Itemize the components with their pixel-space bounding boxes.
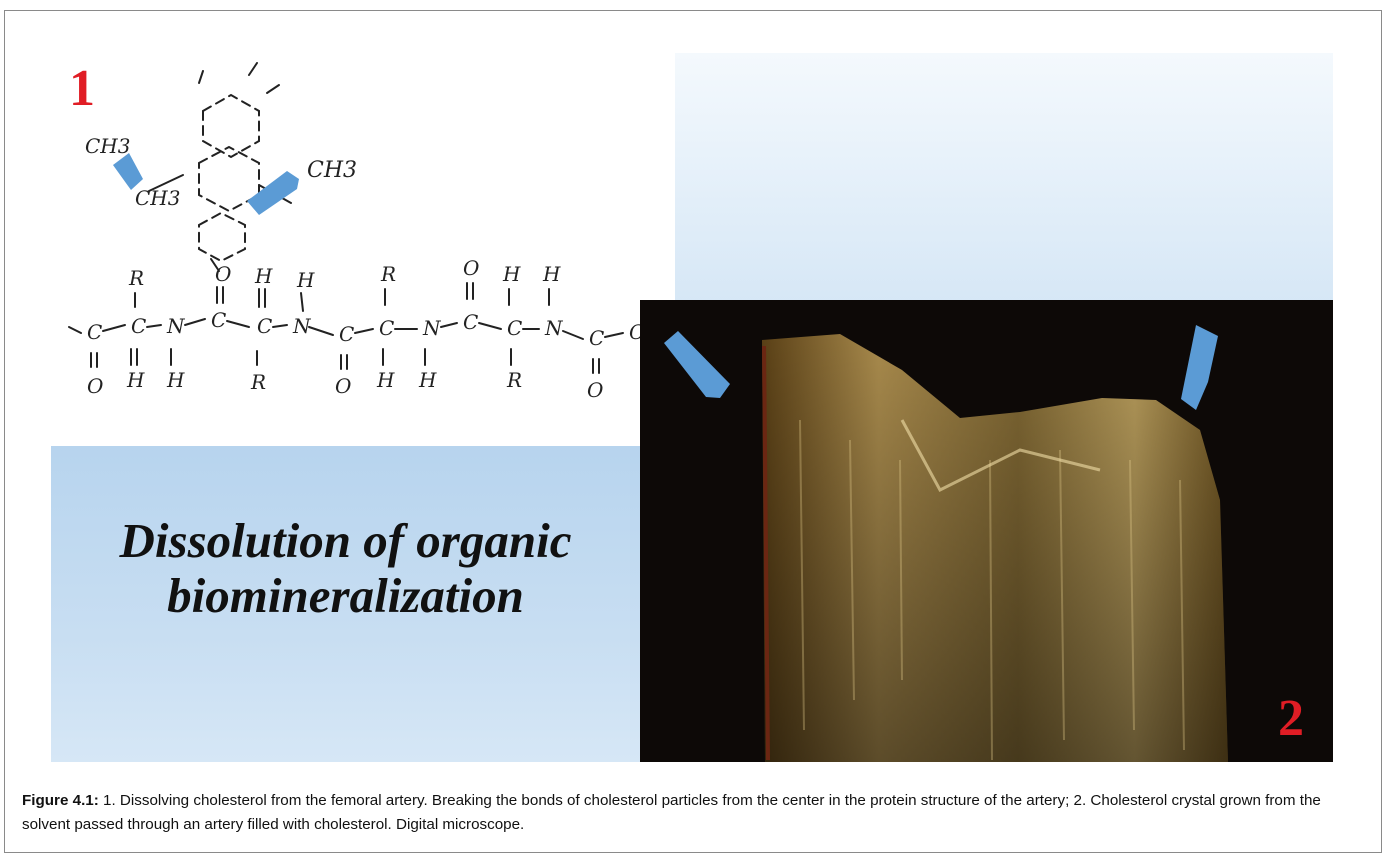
- atom-c: C: [339, 322, 354, 346]
- r-group: R: [128, 266, 144, 290]
- atom-c: C: [131, 314, 146, 338]
- ch3-label-c: CH3: [307, 158, 357, 183]
- arrow-icon: [113, 153, 143, 190]
- atom-o: O: [463, 256, 479, 280]
- atom-h: H: [376, 368, 395, 392]
- atom-n: N: [544, 316, 564, 340]
- panel-number-2: 2: [1278, 690, 1304, 747]
- panel-title: Dissolution of organic biomineralization: [51, 513, 640, 623]
- figure-image: CH3 CH3 CH3 C C N C C N C C N C C N C C …: [51, 53, 1333, 762]
- atom-h: H: [254, 264, 273, 288]
- atom-h: H: [166, 368, 185, 392]
- gradient-background: [675, 53, 1333, 303]
- atom-c: C: [211, 308, 226, 332]
- atom-c: C: [507, 316, 522, 340]
- arrow-icon: [664, 331, 730, 398]
- r-group: R: [380, 262, 396, 286]
- atom-c: C: [379, 316, 394, 340]
- atom-o: O: [335, 374, 351, 398]
- r-group: R: [506, 368, 522, 392]
- atom-c: C: [257, 314, 272, 338]
- atom-h: H: [126, 368, 145, 392]
- atom-o: O: [587, 378, 603, 402]
- atom-c: C: [87, 320, 102, 344]
- atom-o: O: [87, 374, 103, 398]
- atom-h: H: [296, 268, 315, 292]
- chemical-structure-sketch: CH3 CH3 CH3 C C N C C N C C N C C N C C …: [51, 53, 675, 446]
- atom-n: N: [166, 314, 186, 338]
- atom-h: H: [542, 262, 561, 286]
- caption-label: Figure 4.1:: [22, 792, 99, 809]
- panel-title-line-2: biomineralization: [167, 568, 524, 623]
- title-background: [51, 446, 640, 762]
- caption-text: 1. Dissolving cholesterol from the femor…: [22, 792, 1321, 833]
- atom-c: C: [589, 326, 604, 350]
- r-group: R: [250, 370, 266, 394]
- atom-n: N: [292, 314, 312, 338]
- panel-number-1: 1: [69, 60, 95, 117]
- atom-c: C: [463, 310, 478, 334]
- ch3-label-a: CH3: [85, 134, 130, 158]
- arrow-icon: [1181, 325, 1218, 410]
- atom-n: N: [422, 316, 442, 340]
- arrow-icon: [247, 171, 299, 215]
- figure-caption: Figure 4.1: 1. Dissolving cholesterol fr…: [22, 789, 1362, 837]
- panel-title-line-1: Dissolution of organic: [119, 513, 572, 568]
- microscope-photo: [640, 300, 1333, 762]
- atom-o: O: [215, 262, 231, 286]
- ch3-label-b: CH3: [135, 186, 180, 210]
- atom-h: H: [502, 262, 521, 286]
- atom-h: H: [418, 368, 437, 392]
